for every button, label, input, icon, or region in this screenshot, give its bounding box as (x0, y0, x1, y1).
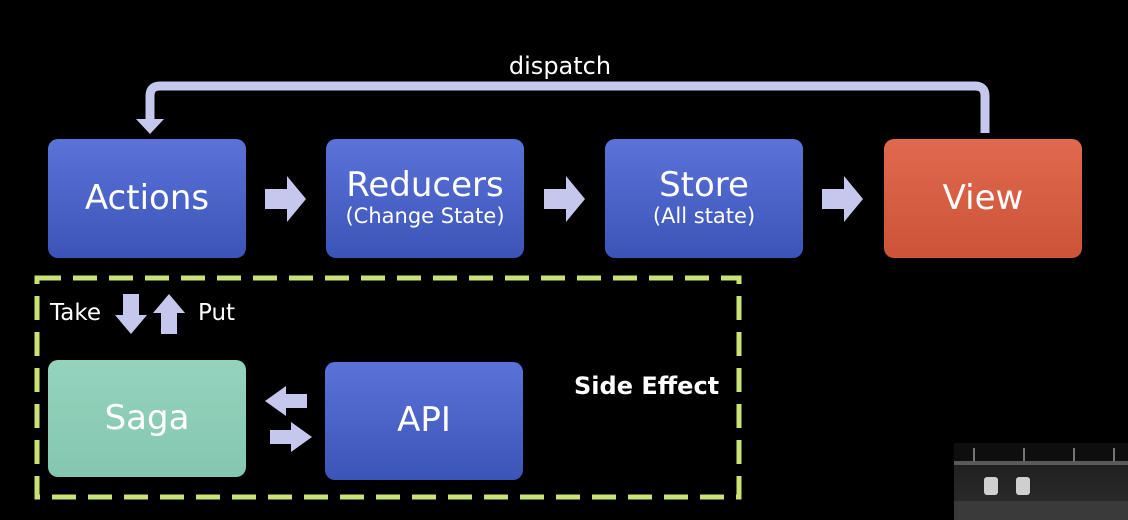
saga-title: Saga (104, 397, 190, 438)
api-box: API (325, 362, 523, 480)
reducers-box: Reducers (Change State) (326, 139, 524, 258)
reducers-subtitle: (Change State) (345, 203, 505, 228)
video-scene-image (954, 443, 1128, 520)
view-box: View (884, 139, 1082, 258)
store-subtitle: (All state) (652, 203, 756, 228)
put-label: Put (198, 300, 236, 326)
actions-title: Actions (84, 177, 210, 218)
arrow-api-to-saga (265, 386, 307, 416)
take-arrow (115, 294, 147, 334)
api-title: API (397, 400, 451, 441)
arrow-saga-to-api (270, 422, 312, 452)
put-arrow (153, 294, 185, 334)
video-thumbnail (954, 443, 1128, 520)
store-box: Store (All state) (605, 139, 803, 258)
dispatch-arrowhead (136, 119, 164, 134)
take-label: Take (50, 300, 101, 326)
side-effect-label: Side Effect (574, 372, 720, 400)
arrow-store-to-view (822, 176, 863, 222)
side-effect-region (34, 275, 742, 500)
reducers-title: Reducers (346, 165, 504, 206)
saga-box: Saga (48, 360, 246, 477)
store-title: Store (659, 165, 749, 206)
arrow-actions-to-reducers (265, 176, 306, 222)
arrow-reducers-to-store (544, 176, 585, 222)
dispatch-label: dispatch (508, 52, 612, 80)
actions-box: Actions (48, 139, 246, 258)
dispatch-arrow (145, 81, 990, 133)
view-title: View (942, 177, 1024, 218)
